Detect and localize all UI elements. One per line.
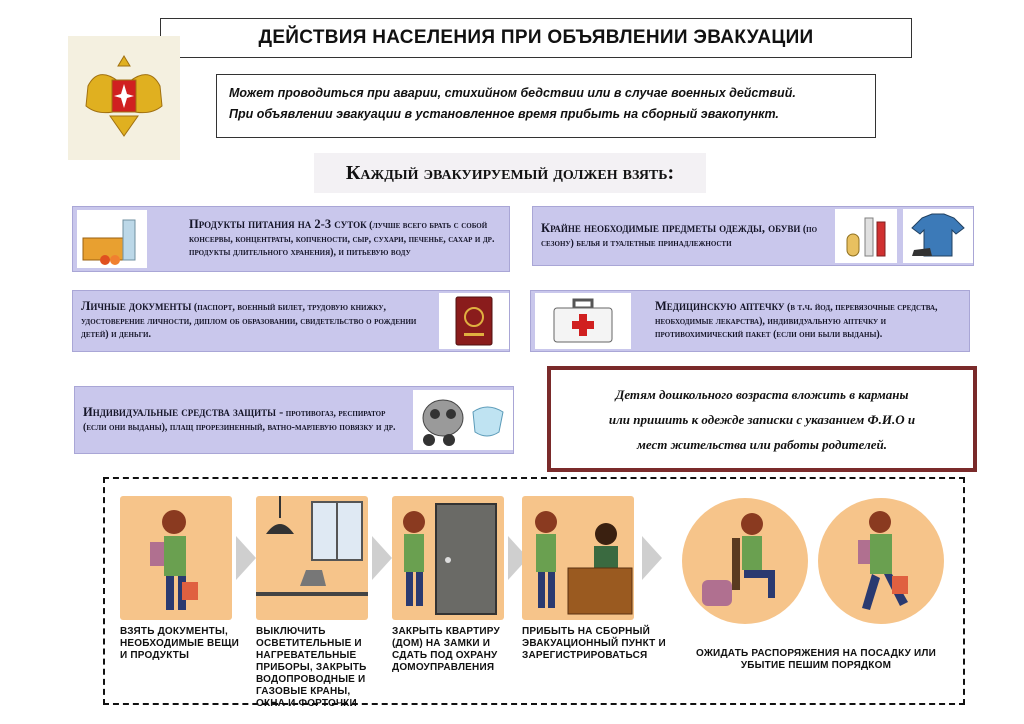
intro-line-1: Может проводиться при аварии, стихийном … (229, 86, 796, 100)
item-card-clothes: Крайне необходимые предметы одежды, обув… (532, 206, 974, 266)
item-card-food: Продукты питания на 2-3 суток (лучше все… (72, 206, 510, 272)
step-2-caption: Выключить осветительные и нагревательные… (256, 626, 367, 709)
protection-text: противогаз, респиратор (если они выданы)… (83, 408, 396, 433)
step-5-image-walking (818, 498, 944, 624)
step-1-image (120, 496, 232, 620)
step-3-image (392, 496, 504, 620)
step-4-caption: Прибыть на сборный эвакуационный пункт и… (522, 626, 666, 661)
step-4-image (522, 496, 634, 620)
food-text: (лучше всего брать с собой консервы, кон… (189, 220, 495, 259)
documents-text: (паспорт, военный билет, трудовую книжку… (81, 302, 417, 341)
step-3-caption: Закрыть квартиру (дом) на замки и сдать … (392, 626, 500, 673)
step-arrow (236, 536, 256, 580)
item-card-medkit: Медицинскую аптечку (в т.ч. йод, перевяз… (530, 290, 970, 352)
step-5-caption: Ожидать распоряжения на посадку или убыт… (695, 648, 937, 671)
medkit-text: (в т.ч. йод, перевязочные средства, необ… (655, 302, 938, 341)
toiletries-icon (835, 209, 897, 263)
food-lead: Продукты питания на 2-3 суток (189, 217, 367, 232)
children-note-line-2: или пришить к одежде записки с указанием… (608, 411, 916, 427)
children-note-line-1: Детям дошкольного возраста вложить в кар… (615, 386, 909, 402)
medkit-icon (535, 293, 631, 349)
step-arrow (372, 536, 392, 580)
clothes-text: (по сезону) белья и туалетные принадлежн… (541, 224, 818, 249)
food-icon (77, 210, 147, 268)
intro-text: Может проводиться при аварии, стихийном … (216, 74, 876, 138)
step-1-caption: Взять документы, необходимые вещи и прод… (120, 626, 240, 661)
intro-line-2: При объявлении эвакуации в установленное… (229, 107, 779, 121)
documents-lead: Личные документы (81, 299, 192, 314)
item-card-protection: Индивидуальные средства защиты - противо… (74, 386, 514, 454)
clothes-lead: Крайне необходимые предметы одежды, обув… (541, 221, 801, 235)
step-2-image (256, 496, 368, 620)
emblem-icon (68, 36, 180, 160)
step-arrow (642, 536, 662, 580)
clothes-icon (903, 209, 973, 263)
children-note-line-3: мест жительства или работы родителей. (637, 436, 887, 452)
page-title: ДЕЙСТВИЯ НАСЕЛЕНИЯ ПРИ ОБЪЯВЛЕНИИ ЭВАКУА… (160, 18, 912, 58)
must-take-heading: Каждый эвакуируемый должен взять: (314, 153, 706, 193)
item-card-documents: Личные документы (паспорт, военный билет… (72, 290, 510, 352)
passport-icon (439, 293, 509, 349)
evacuation-steps (103, 477, 965, 705)
protection-lead: Индивидуальные средства защиты - (83, 405, 284, 419)
children-note: Детям дошкольного возраста вложить в кар… (547, 366, 977, 472)
medkit-lead: Медицинскую аптечку (655, 299, 785, 314)
step-5-image-waiting (682, 498, 808, 624)
gasmask-icon (413, 390, 513, 450)
